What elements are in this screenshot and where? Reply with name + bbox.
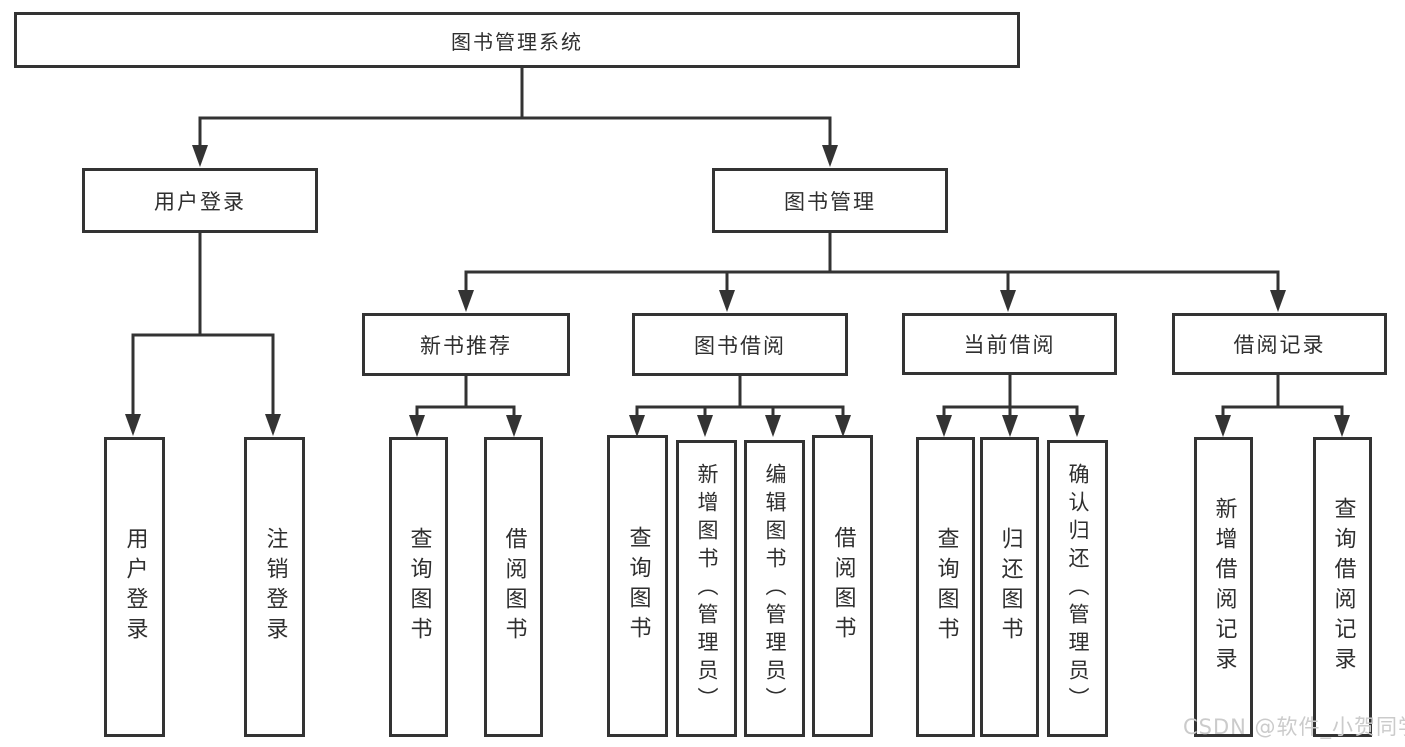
leaf-borrow-books-recommend: 借阅图书 bbox=[484, 437, 543, 737]
node-new-book-recommend-label: 新书推荐 bbox=[420, 333, 512, 358]
leaf-return-books: 归还图书 bbox=[980, 437, 1039, 737]
leaf-query-books-current: 查询图书 bbox=[916, 437, 975, 737]
node-borrow-records: 借阅记录 bbox=[1172, 313, 1387, 375]
node-book-borrow: 图书借阅 bbox=[632, 313, 848, 376]
leaf-confirm-return-admin: 确认归还（管理员） bbox=[1047, 440, 1108, 737]
leaf-add-borrow-record: 新增借阅记录 bbox=[1194, 437, 1253, 737]
node-root: 图书管理系统 bbox=[14, 12, 1020, 68]
leaf-query-borrow-record: 查询借阅记录 bbox=[1313, 437, 1372, 737]
node-current-borrow: 当前借阅 bbox=[902, 313, 1117, 375]
node-book-borrow-label: 图书借阅 bbox=[694, 333, 786, 358]
node-current-borrow-label: 当前借阅 bbox=[963, 333, 1056, 357]
leaf-logout: 注销登录 bbox=[244, 437, 305, 737]
node-borrow-records-label: 借阅记录 bbox=[1233, 333, 1326, 357]
leaf-add-books-admin: 新增图书（管理员） bbox=[676, 440, 737, 737]
watermark: CSDN @软件_小贺同学 bbox=[1183, 715, 1405, 739]
arrowheads bbox=[125, 145, 1350, 437]
leaf-edit-books-admin: 编辑图书（管理员） bbox=[744, 440, 805, 737]
node-root-label: 图书管理系统 bbox=[451, 29, 583, 54]
leaf-borrow-books: 借阅图书 bbox=[812, 435, 873, 737]
node-book-management-label: 图书管理 bbox=[784, 189, 876, 214]
node-new-book-recommend: 新书推荐 bbox=[362, 313, 570, 376]
leaf-query-books-borrow: 查询图书 bbox=[607, 435, 668, 737]
leaf-query-books-recommend: 查询图书 bbox=[389, 437, 448, 737]
node-user-login: 用户登录 bbox=[82, 168, 318, 233]
node-book-management: 图书管理 bbox=[712, 168, 948, 233]
leaf-user-login: 用户登录 bbox=[104, 437, 165, 737]
node-user-login-label: 用户登录 bbox=[154, 189, 246, 214]
